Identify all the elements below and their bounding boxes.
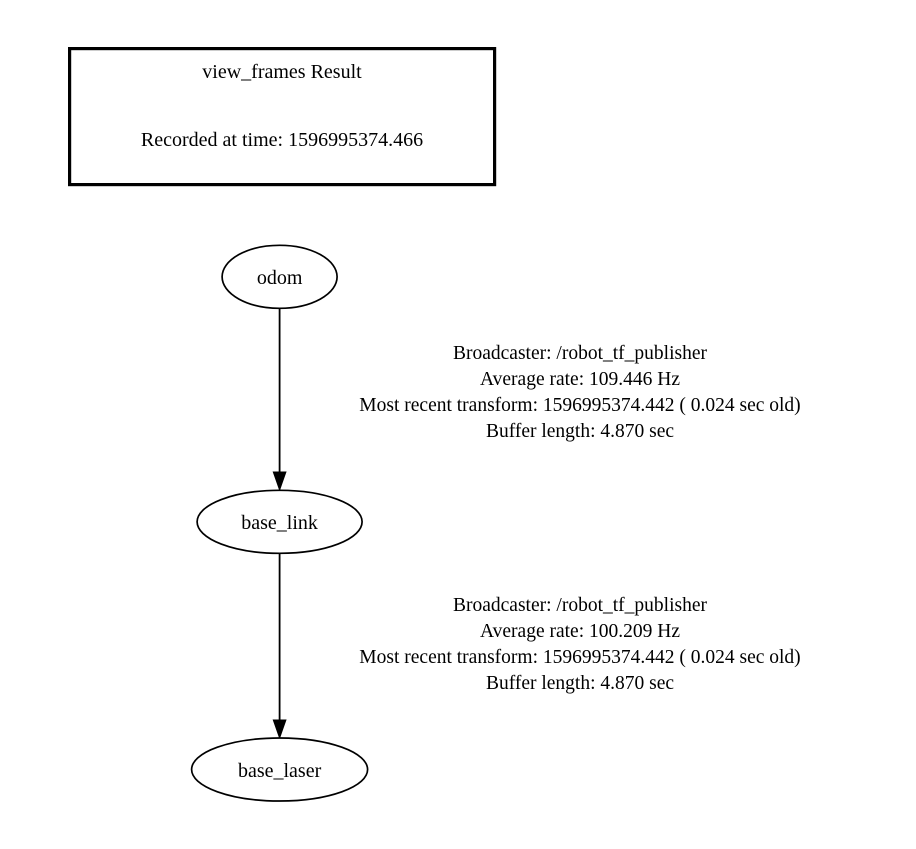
edge-label-line-broadcaster: Broadcaster: /robot_tf_publisher — [453, 595, 707, 616]
edge-label-line-average-rate: Average rate: 109.446 Hz — [480, 369, 680, 390]
node-base_laser-label: base_laser — [238, 760, 322, 782]
node-odom-ellipse — [221, 244, 338, 310]
legend-box: view_frames Result Recorded at time: 159… — [67, 46, 497, 187]
node-base_link[interactable]: base_link — [196, 489, 363, 555]
edge-label-line-average-rate: Average rate: 100.209 Hz — [480, 621, 680, 642]
edge-odom-base_link[interactable]: Broadcaster: /robot_tf_publisher Average… — [272, 308, 801, 492]
edge-odom-base_link-label: Broadcaster: /robot_tf_publisher Average… — [359, 343, 800, 442]
legend-recorded-at: Recorded at time: 1596995374.466 — [141, 129, 423, 151]
legend-title: view_frames Result — [202, 61, 362, 83]
node-base_link-ellipse — [196, 489, 363, 555]
edge-odom-base_link-arrowhead — [272, 471, 287, 492]
node-base_link-label: base_link — [241, 512, 318, 534]
edge-base_link-base_laser-label: Broadcaster: /robot_tf_publisher Average… — [359, 595, 800, 694]
node-base_laser-ellipse — [190, 737, 369, 802]
edge-label-line-broadcaster: Broadcaster: /robot_tf_publisher — [453, 343, 707, 364]
node-odom[interactable]: odom — [221, 244, 338, 310]
edge-label-line-buffer-length: Buffer length: 4.870 sec — [486, 421, 674, 442]
node-base_laser[interactable]: base_laser — [190, 737, 369, 802]
edge-label-line-most-recent-transform: Most recent transform: 1596995374.442 ( … — [359, 395, 800, 416]
edge-base_link-base_laser-arrowhead — [272, 719, 287, 740]
edge-label-line-buffer-length: Buffer length: 4.870 sec — [486, 673, 674, 694]
edge-label-line-most-recent-transform: Most recent transform: 1596995374.442 ( … — [359, 647, 800, 668]
edge-base_link-base_laser[interactable]: Broadcaster: /robot_tf_publisher Average… — [272, 553, 801, 740]
node-odom-label: odom — [257, 267, 303, 289]
legend-box-border — [67, 46, 497, 187]
